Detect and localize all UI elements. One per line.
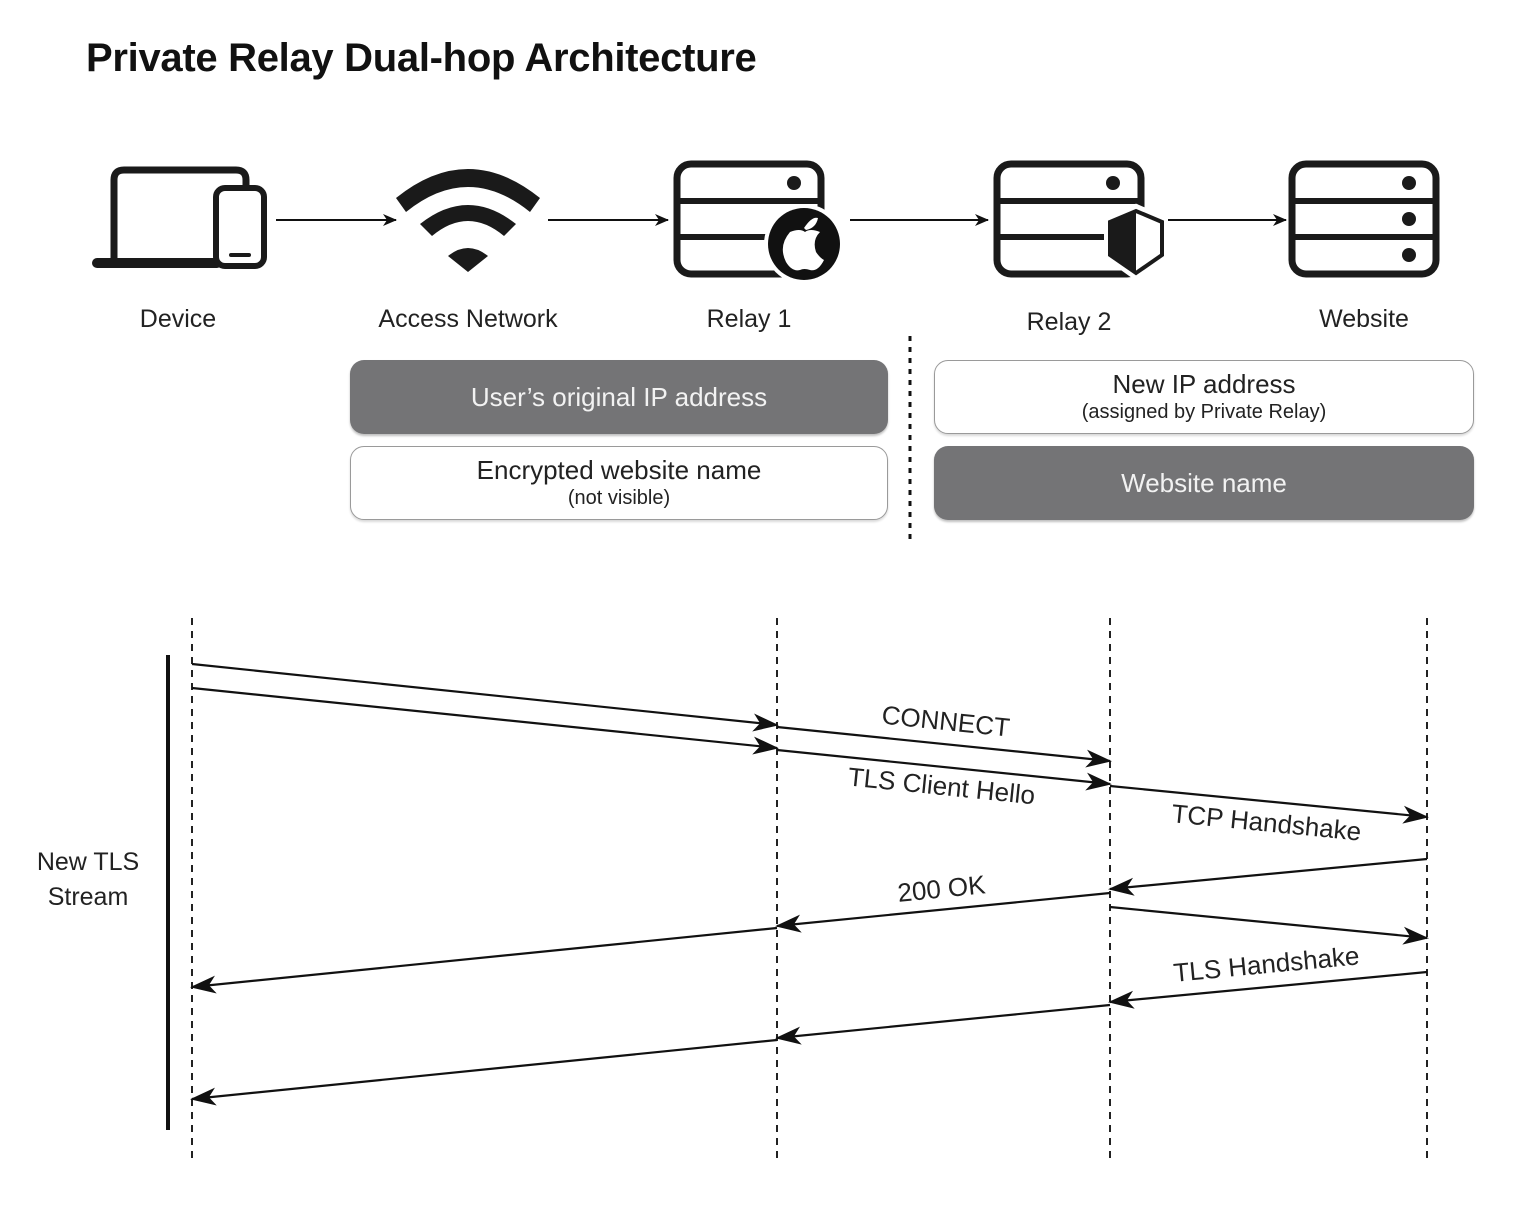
message-arrow (776, 748, 1112, 791)
box-encrypted-website-name-sub: (not visible) (567, 487, 671, 509)
diagram-title: Private Relay Dual-hop Architecture (86, 36, 757, 80)
node-label-device: Device (139, 305, 217, 333)
architecture-flow (92, 160, 1440, 542)
message-label: 200 OK (896, 869, 987, 908)
message-label: TCP Handshake (1170, 798, 1362, 846)
box-new-ip-text: New IP address (1112, 369, 1296, 399)
node-label-relay1: Relay 1 (706, 305, 792, 333)
message-arrow (191, 686, 779, 755)
box-original-ip-text: User’s original IP address (470, 382, 768, 412)
node-label-website: Website (1319, 305, 1409, 333)
message-arrow (776, 725, 1112, 768)
message-arrow (190, 926, 778, 994)
message-arrow (1109, 905, 1429, 945)
message-arrow (1108, 970, 1428, 1009)
box-website-name-text: Website name (1121, 468, 1287, 498)
message-arrow (190, 1038, 778, 1106)
box-website-name: Website name (934, 446, 1474, 520)
box-new-ip: New IP address (assigned by Private Rela… (934, 360, 1474, 434)
new-tls-stream-line2: Stream (47, 883, 129, 911)
box-encrypted-website-name-text: Encrypted website name (476, 455, 762, 485)
message-label: TLS Client Hello (847, 761, 1037, 810)
node-label-access-network: Access Network (378, 305, 558, 333)
new-tls-stream-label: New TLS Stream (28, 845, 148, 915)
message-arrow (1108, 857, 1428, 896)
wifi-icon (396, 169, 540, 272)
server-icon (1288, 160, 1440, 278)
node-label-relay2: Relay 2 (1026, 308, 1112, 336)
box-new-ip-sub: (assigned by Private Relay) (1081, 401, 1327, 423)
laptop-phone-icon (92, 166, 267, 269)
box-encrypted-website-name: Encrypted website name (not visible) (350, 446, 888, 520)
box-original-ip: User’s original IP address (350, 360, 888, 434)
message-arrow (775, 891, 1111, 933)
server-shield-icon (993, 160, 1168, 281)
new-tls-stream-line1: New TLS (36, 848, 140, 876)
server-apple-icon (673, 160, 844, 284)
message-arrow (191, 662, 779, 732)
message-arrow (775, 1003, 1111, 1045)
message-arrow (1109, 784, 1429, 824)
message-label: CONNECT (880, 700, 1011, 743)
